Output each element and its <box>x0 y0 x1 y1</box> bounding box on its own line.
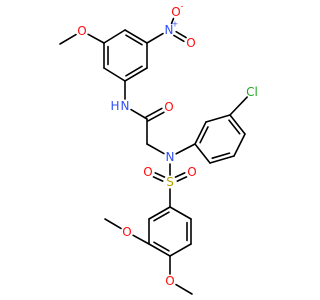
single-bond <box>175 283 193 295</box>
single-bond <box>229 96 248 116</box>
nitro-oxygen-atom: O <box>171 5 180 19</box>
double-bond-line <box>154 172 166 178</box>
double-bond-inner-line <box>228 119 241 135</box>
chlorine-atom: Cl <box>246 85 258 99</box>
amide-nitrogen-atom: N <box>121 99 130 113</box>
double-bond-line <box>145 107 163 118</box>
double-bond-line <box>176 176 188 182</box>
double-bond-line <box>229 114 246 135</box>
single-bond <box>146 32 164 44</box>
double-bond-line <box>124 67 148 82</box>
single-bond <box>103 29 126 44</box>
single-bond <box>104 218 122 230</box>
double-bond-line <box>148 243 171 257</box>
amide-hydrogen-atom: H <box>110 99 119 113</box>
double-bond-inner-line <box>125 65 143 77</box>
double-bond-inner-line <box>153 241 170 252</box>
nitro-oxygen-atom: O <box>186 36 195 50</box>
double-bond-line <box>148 206 171 220</box>
double-bond-inner-line <box>125 34 143 46</box>
double-bond-line <box>173 34 185 43</box>
single-bond <box>233 133 246 157</box>
single-bond <box>146 143 165 155</box>
single-bond <box>59 33 77 45</box>
double-bond-line <box>152 176 164 182</box>
carbonyl-oxygen-atom: O <box>164 100 173 114</box>
single-bond <box>169 243 192 257</box>
methoxy-oxygen-atom: O <box>122 225 131 239</box>
single-bond <box>205 114 231 123</box>
double-bond-inner-line <box>199 126 209 144</box>
nitro-nitrogen-atom: N <box>165 23 174 37</box>
sulfonyl-oxygen-atom: O <box>143 165 152 179</box>
negative-charge: - <box>181 2 184 11</box>
sulfonyl-oxygen-atom: O <box>187 165 196 179</box>
single-bond <box>132 234 150 245</box>
single-bond <box>194 143 211 164</box>
single-bond <box>169 206 192 220</box>
double-bond-line <box>124 29 148 44</box>
double-bond-inner-line <box>211 152 231 159</box>
sulfonamide-nitrogen-atom: N <box>166 150 175 164</box>
double-bond-line <box>175 30 187 39</box>
double-bond-line <box>147 111 165 122</box>
methoxy-oxygen-atom: O <box>77 24 86 38</box>
single-bond <box>130 108 148 120</box>
single-bond <box>87 33 105 44</box>
bond-layer <box>59 17 248 295</box>
double-bond-line <box>174 172 186 178</box>
sulfur-atom: S <box>166 175 174 189</box>
positive-charge: + <box>172 20 179 29</box>
methoxy-oxygen-atom: O <box>165 274 174 288</box>
single-bond <box>175 143 196 155</box>
single-bond <box>170 17 175 25</box>
single-bond <box>103 67 126 82</box>
double-bond-line <box>194 121 207 145</box>
double-bond-line <box>209 155 235 164</box>
double-bond-inner-line <box>153 211 170 222</box>
